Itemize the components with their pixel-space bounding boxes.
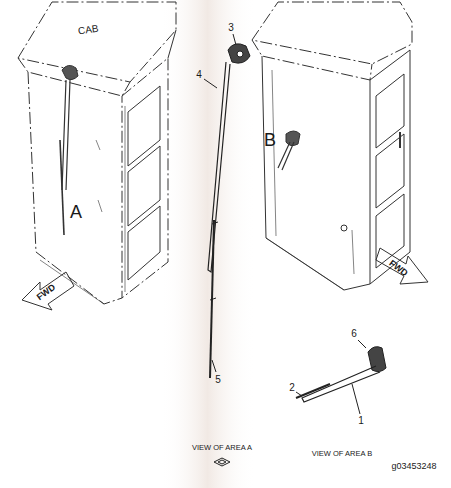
fwd-arrow-right (376, 248, 428, 284)
callout-number: 4 (196, 70, 202, 80)
left-cab (18, 2, 176, 304)
leader-line (233, 34, 236, 45)
right-cab (252, 2, 412, 290)
wiper-motor (62, 65, 78, 79)
direction-label: FWD (35, 282, 57, 301)
wiper-arm (278, 142, 294, 170)
view-title: VIEW OF AREA A (192, 444, 252, 452)
callout-number: 6 (351, 329, 357, 339)
callout-number: 1 (358, 416, 364, 426)
figure-id: g03453248 (391, 462, 436, 471)
callout-number: 3 (228, 23, 234, 33)
fwd-arrow-left (22, 272, 74, 310)
view-a-wiper (204, 34, 250, 466)
leader-line (352, 384, 360, 414)
view-b-wiper (296, 340, 386, 414)
area-letter: B (264, 131, 276, 149)
direction-label: FWD (387, 258, 409, 277)
leader-line (212, 360, 216, 372)
wiper-blade (60, 140, 64, 235)
area-letter: A (70, 203, 82, 221)
cab-label: CAB (77, 24, 99, 37)
callout-number: 5 (215, 375, 221, 385)
wiper-arm (62, 80, 70, 190)
leader-line (204, 79, 217, 88)
shade-band (160, 0, 255, 488)
view-title: VIEW OF AREA B (312, 450, 372, 458)
view-symbol (214, 458, 230, 466)
leader-line (358, 340, 366, 348)
callout-number: 2 (289, 383, 295, 393)
leader-line (296, 392, 302, 396)
